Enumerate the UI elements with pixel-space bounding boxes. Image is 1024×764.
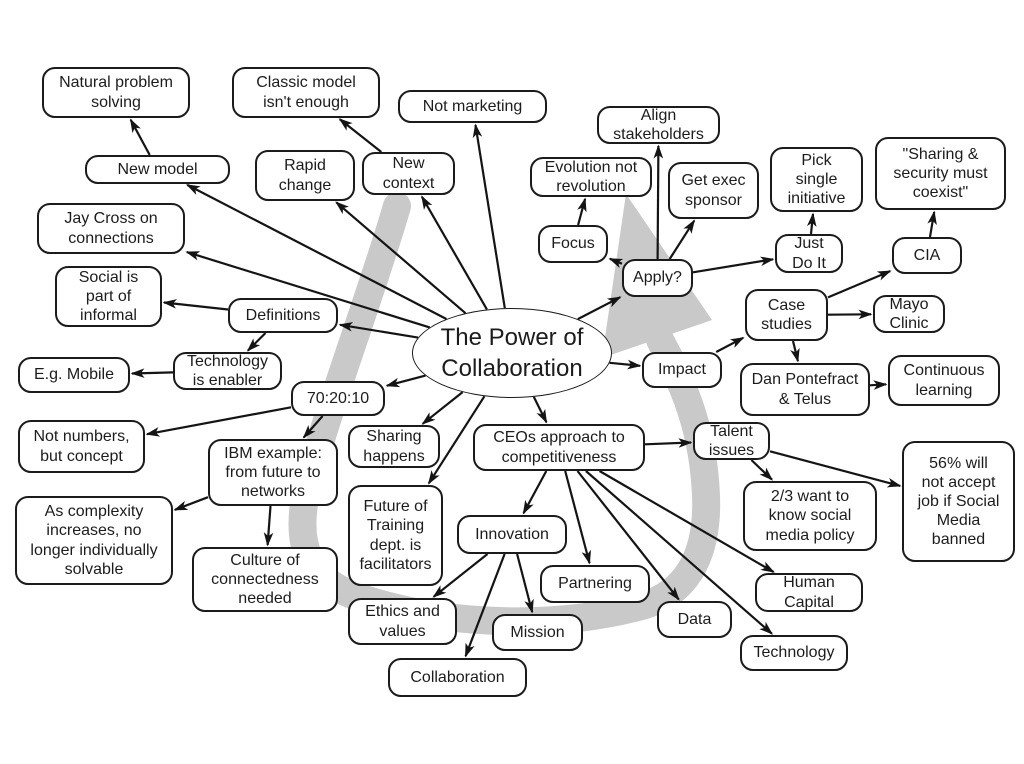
edge-technology-enabler-to-eg-mobile	[130, 368, 174, 378]
edge-apply-to-get-exec-sponsor	[668, 219, 696, 260]
node-partnering: Partnering	[540, 565, 650, 603]
edge-case-studies-to-cia	[827, 270, 892, 299]
node-technology-enabler: Technology is enabler	[173, 352, 282, 390]
node-data: Data	[657, 601, 732, 638]
node-just-do-it: Just Do It	[775, 234, 843, 273]
node-talent-issues: Talent issues	[693, 422, 770, 460]
edge-talent-issues-to-two-thirds-policy	[750, 459, 773, 481]
edge-apply-to-just-do-it	[692, 256, 775, 274]
edge-center-to-sharing-happens	[421, 391, 464, 425]
node-technology: Technology	[740, 635, 848, 671]
edge-talent-issues-to-fifty-six-percent	[769, 450, 902, 488]
edge-impact-to-case-studies	[715, 336, 745, 353]
edge-ceos-approach-to-technology	[585, 470, 774, 635]
edge-focus-to-evolution-not-revolution	[577, 197, 587, 226]
edge-cia-to-sharing-security-coexist	[927, 210, 937, 238]
node-new-context: New context	[362, 152, 455, 195]
edge-center-to-new-model	[185, 183, 447, 320]
edge-ratio-702010-to-ibm-example	[302, 415, 324, 439]
node-future-of-training: Future of Training dept. is facilitators	[348, 485, 443, 586]
edge-ceos-approach-to-data	[576, 470, 680, 601]
edge-innovation-to-mission	[516, 553, 534, 614]
edge-innovation-to-collaboration	[464, 553, 506, 658]
node-classic-model: Classic model isn't enough	[232, 67, 380, 118]
edge-dan-pontefract-telus-to-continuous-learning	[869, 380, 888, 390]
edge-center-to-not-marketing	[472, 123, 506, 309]
node-not-marketing: Not marketing	[398, 90, 547, 123]
node-impact: Impact	[642, 352, 722, 388]
node-center-topic: The Power of Collaboration	[412, 308, 612, 398]
node-continuous-learning: Continuous learning	[888, 355, 1000, 406]
node-innovation: Innovation	[457, 515, 567, 554]
edge-new-context-to-classic-model	[338, 118, 382, 153]
edge-apply-to-align-stakeholders	[653, 144, 664, 260]
edge-center-to-apply	[577, 296, 622, 321]
node-case-studies: Case studies	[745, 289, 828, 341]
node-dan-pontefract-telus: Dan Pontefract & Telus	[740, 363, 870, 416]
edge-center-to-ceos-approach	[532, 396, 548, 424]
node-mission: Mission	[492, 614, 583, 651]
edge-apply-to-focus	[608, 257, 624, 268]
edge-center-to-future-of-training	[427, 395, 486, 485]
edge-ceos-approach-to-talent-issues	[644, 438, 693, 448]
node-new-model: New model	[85, 155, 230, 184]
node-human-capital: Human Capital	[755, 573, 863, 612]
edge-center-to-definitions	[338, 322, 419, 339]
edge-center-to-ratio-702010	[385, 374, 426, 388]
node-collaboration: Collaboration	[388, 658, 527, 697]
edge-just-do-it-to-pick-single-initiative	[806, 212, 817, 235]
node-apply: Apply?	[622, 259, 693, 297]
edge-definitions-to-technology-enabler	[246, 332, 267, 352]
node-definitions: Definitions	[228, 298, 338, 333]
edge-innovation-to-ethics-values	[432, 553, 489, 598]
node-pick-single-initiative: Pick single initiative	[770, 147, 863, 212]
node-eg-mobile: E.g. Mobile	[18, 357, 130, 393]
node-natural-problem-solving: Natural problem solving	[42, 67, 190, 118]
edge-definitions-to-social-part-informal	[162, 299, 229, 311]
node-sharing-security-coexist: "Sharing & security must coexist"	[875, 137, 1006, 210]
edge-ceos-approach-to-partnering	[564, 470, 591, 565]
edge-new-model-to-natural-problem-solving	[129, 118, 151, 156]
node-culture-connectedness: Culture of connectedness needed	[192, 547, 338, 612]
node-as-complexity: As complexity increases, no longer indiv…	[15, 496, 173, 585]
node-focus: Focus	[538, 225, 608, 263]
edge-ratio-702010-to-not-numbers	[145, 406, 292, 437]
node-fifty-six-percent: 56% will not accept job if Social Media …	[902, 441, 1015, 562]
node-two-thirds-policy: 2/3 want to know social media policy	[743, 481, 877, 551]
node-sharing-happens: Sharing happens	[348, 425, 440, 468]
edge-ibm-example-to-culture-connectedness	[263, 505, 274, 547]
node-evolution-not-revolution: Evolution not revolution	[530, 157, 652, 197]
node-not-numbers: Not numbers, but concept	[18, 420, 145, 473]
edge-ceos-approach-to-human-capital	[598, 470, 775, 573]
edge-ibm-example-to-as-complexity	[173, 496, 209, 511]
node-social-part-informal: Social is part of informal	[55, 266, 162, 327]
node-get-exec-sponsor: Get exec sponsor	[668, 162, 759, 219]
node-ceos-approach: CEOs approach to competitiveness	[473, 424, 645, 471]
edge-case-studies-to-dan-pontefract-telus	[790, 340, 800, 363]
node-ratio-702010: 70:20:10	[291, 381, 385, 416]
node-ibm-example: IBM example: from future to networks	[208, 439, 338, 506]
node-cia: CIA	[892, 237, 962, 274]
node-rapid-change: Rapid change	[255, 150, 355, 201]
node-mayo-clinic: Mayo Clinic	[873, 295, 945, 333]
edge-center-to-rapid-change	[335, 201, 467, 315]
node-ethics-values: Ethics and values	[348, 598, 457, 645]
edge-center-to-new-context	[420, 195, 488, 310]
edge-ceos-approach-to-innovation	[522, 470, 548, 515]
node-align-stakeholders: Align stakeholders	[597, 106, 720, 144]
edge-center-to-impact	[609, 359, 642, 370]
node-jay-cross: Jay Cross on connections	[37, 203, 185, 254]
edge-center-to-jay-cross	[185, 251, 431, 329]
